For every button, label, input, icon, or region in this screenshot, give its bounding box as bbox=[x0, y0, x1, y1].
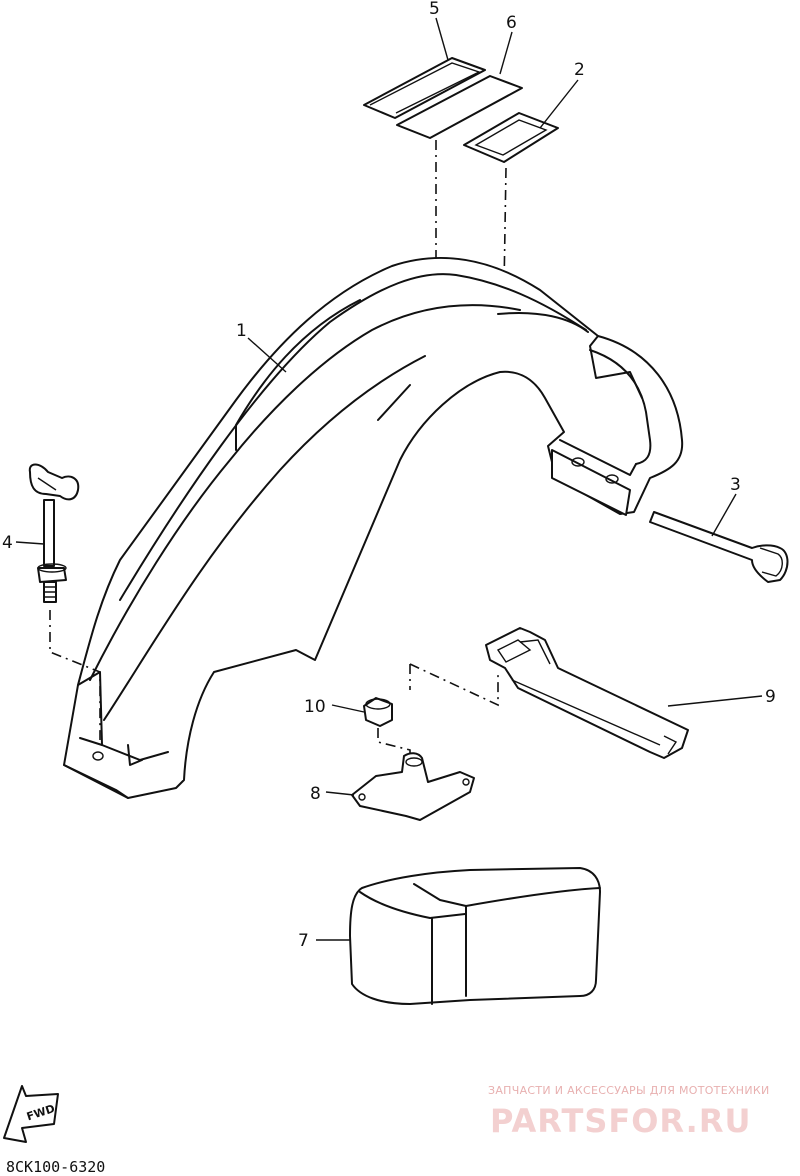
install-line-strap-9 bbox=[409, 663, 499, 707]
bracket-part-8 bbox=[351, 752, 475, 821]
part-number-5: 5 bbox=[429, 0, 440, 19]
part-number-callouts: 1 2 3 4 5 6 7 8 9 10 bbox=[2, 0, 776, 951]
leader-4 bbox=[15, 541, 45, 545]
leader-1 bbox=[247, 337, 287, 373]
part-number-2: 2 bbox=[574, 60, 585, 80]
leader-6 bbox=[499, 31, 513, 75]
rear-fender-part-1 bbox=[63, 257, 684, 799]
leader-3 bbox=[711, 493, 737, 537]
gasket-part-2 bbox=[463, 112, 559, 163]
strap-part-9 bbox=[485, 627, 689, 759]
part-number-10: 10 bbox=[304, 697, 326, 717]
leader-10 bbox=[331, 704, 365, 713]
part-number-4: 4 bbox=[2, 533, 13, 553]
leader-9 bbox=[667, 695, 763, 707]
rod-part-3 bbox=[649, 511, 789, 583]
leader-lines bbox=[15, 17, 763, 941]
drawing-code: 8CK100-6320 bbox=[6, 1158, 105, 1176]
leader-8 bbox=[325, 791, 355, 796]
decal-part-6 bbox=[396, 75, 523, 139]
wing-bolt-part-4 bbox=[28, 463, 80, 603]
part-number-8: 8 bbox=[310, 784, 321, 804]
leader-2 bbox=[539, 79, 579, 129]
part-number-3: 3 bbox=[730, 475, 741, 495]
install-line-bolt-4 bbox=[49, 610, 101, 740]
nut-part-10 bbox=[363, 697, 393, 727]
watermark-tagline: ЗАПЧАСТИ И АКСЕССУАРЫ ДЛЯ МОТОТЕХНИКИ bbox=[488, 1084, 770, 1097]
leader-5 bbox=[435, 17, 449, 61]
part-number-1: 1 bbox=[236, 321, 247, 341]
part-number-7: 7 bbox=[298, 931, 309, 951]
watermark: ЗАПЧАСТИ И АКСЕССУАРЫ ДЛЯ МОТОТЕХНИКИ PA… bbox=[488, 1084, 770, 1140]
part-number-6: 6 bbox=[506, 13, 517, 33]
watermark-brand: PARTSFOR.RU bbox=[490, 1102, 751, 1140]
part-number-9: 9 bbox=[765, 687, 776, 707]
install-line-decal-2 bbox=[502, 167, 507, 349]
fwd-arrow-icon: FWD bbox=[3, 1085, 59, 1143]
box-part-7 bbox=[349, 867, 601, 1005]
decal-part-5 bbox=[363, 57, 486, 119]
